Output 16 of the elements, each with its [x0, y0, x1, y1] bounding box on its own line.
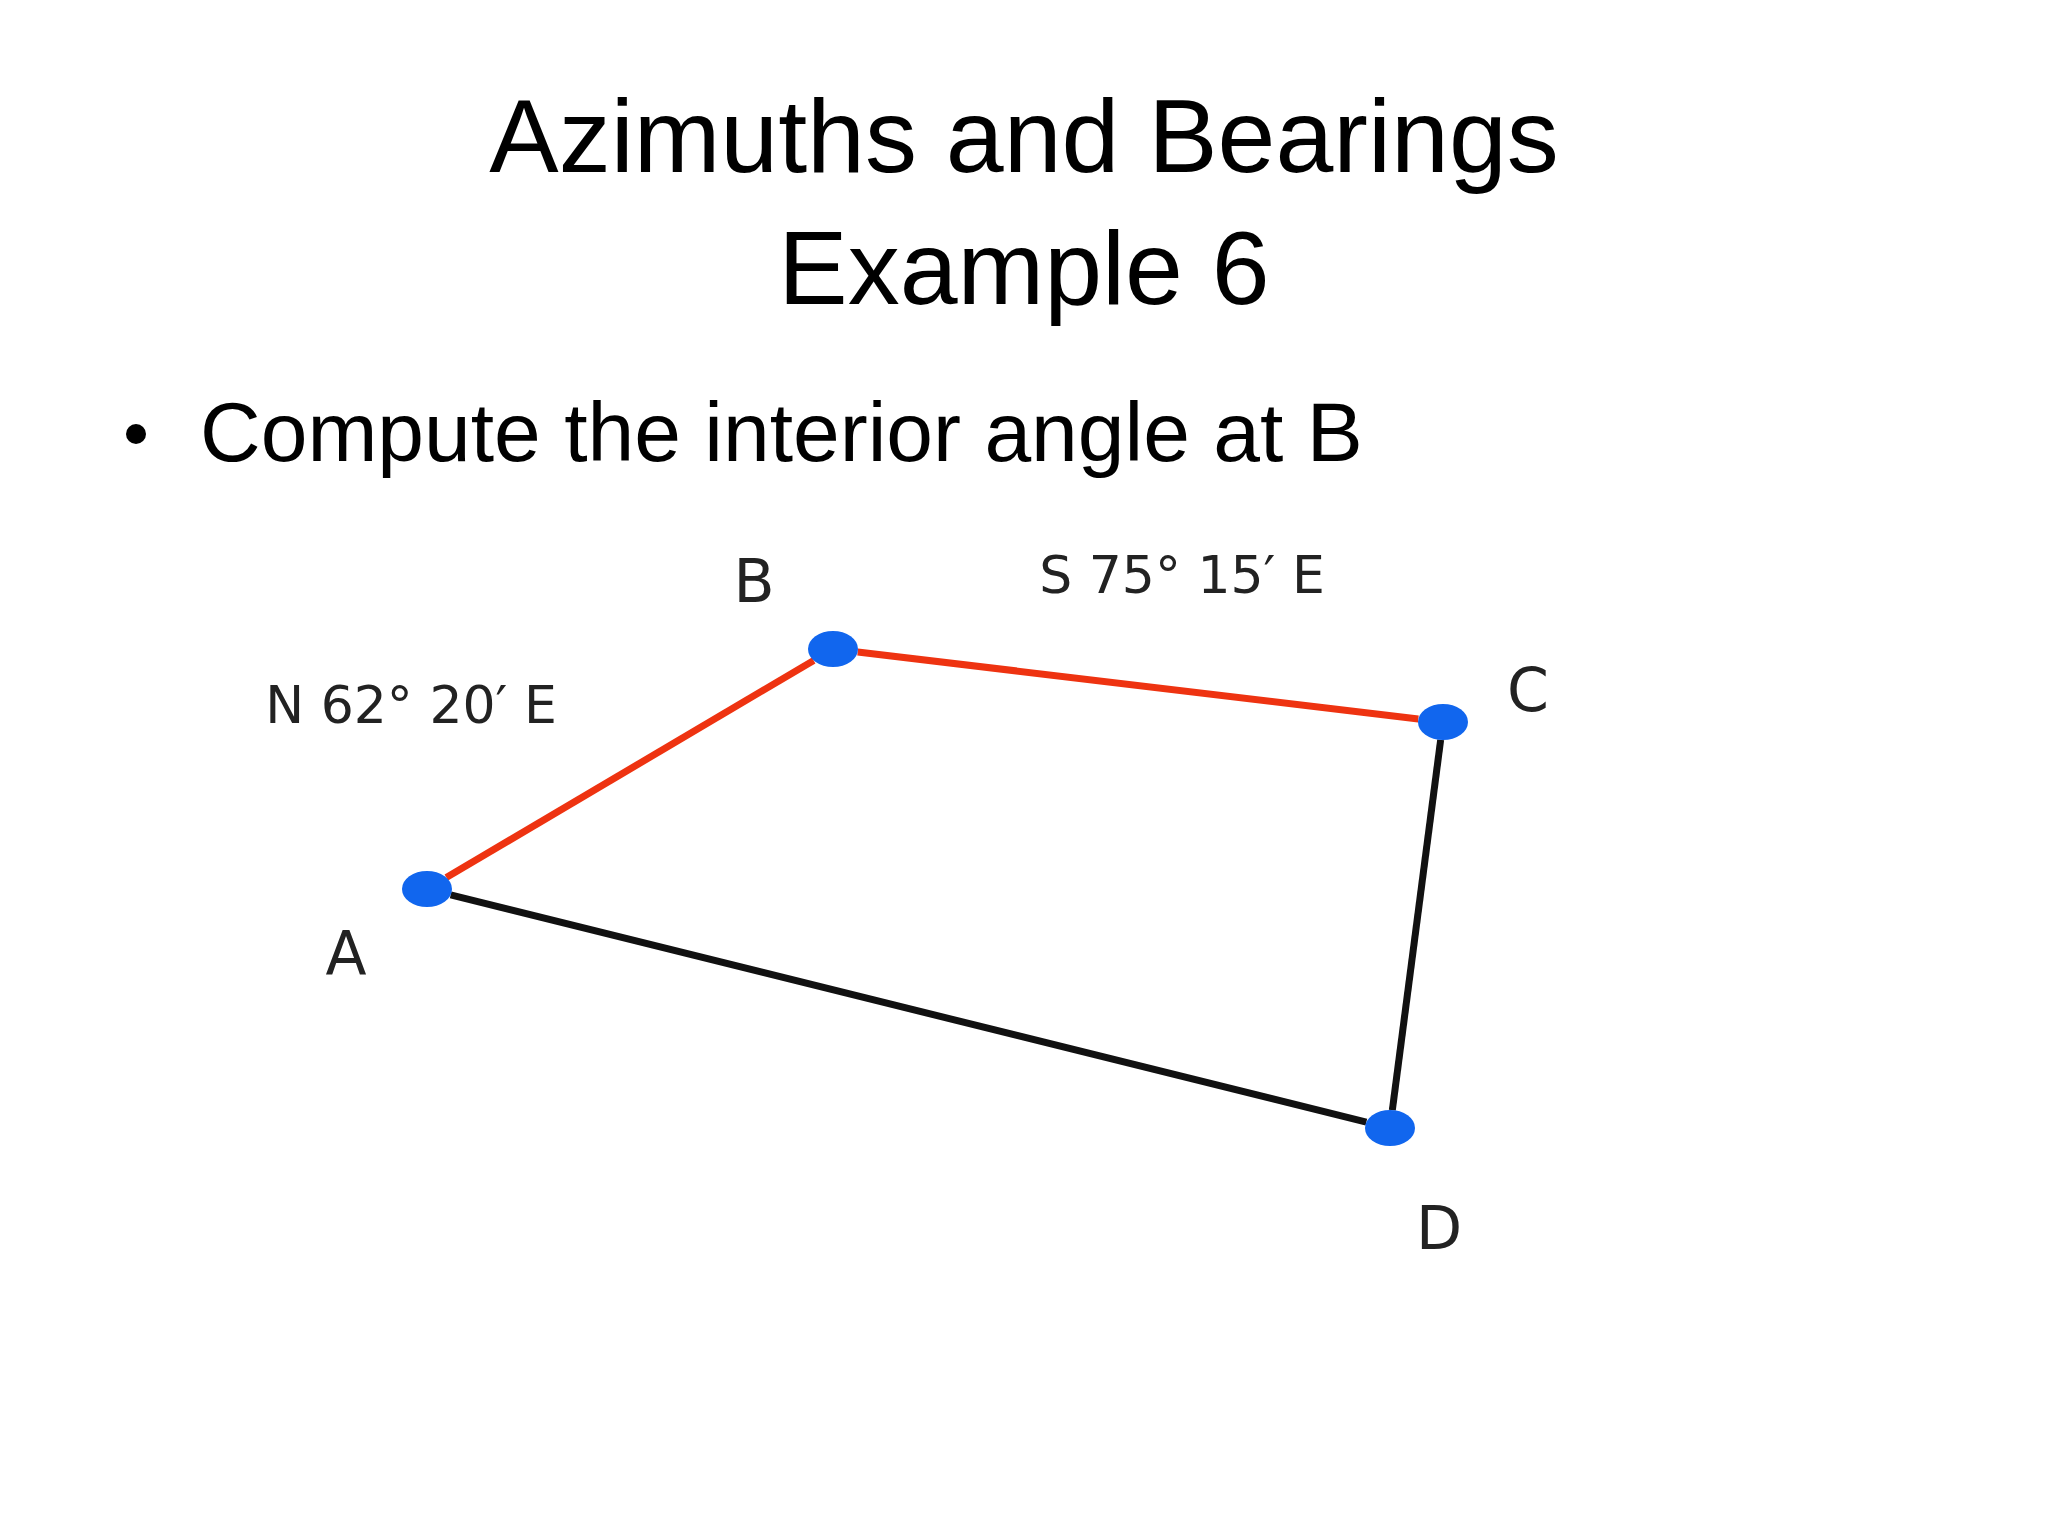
polygon-side	[449, 891, 1368, 1126]
point-marker	[1365, 1110, 1415, 1146]
point-letter: C	[1507, 655, 1549, 725]
slide-title: Azimuths and Bearings Example 6	[488, 77, 1560, 328]
bearing-label: S 75° 15′ E	[1039, 545, 1325, 605]
point-marker	[808, 631, 858, 667]
point-marker	[1418, 704, 1468, 740]
polygon-side	[1388, 739, 1445, 1111]
bullet-text: Compute the interior angle at B	[200, 384, 1363, 481]
point-letter: B	[733, 546, 775, 616]
polygon-side	[444, 657, 816, 881]
polygon-side	[857, 648, 1419, 723]
point-marker	[402, 871, 452, 907]
point-letter: D	[1415, 1193, 1463, 1263]
point-letter: A	[325, 918, 367, 988]
bearing-label: N 62° 20′ E	[265, 675, 557, 735]
